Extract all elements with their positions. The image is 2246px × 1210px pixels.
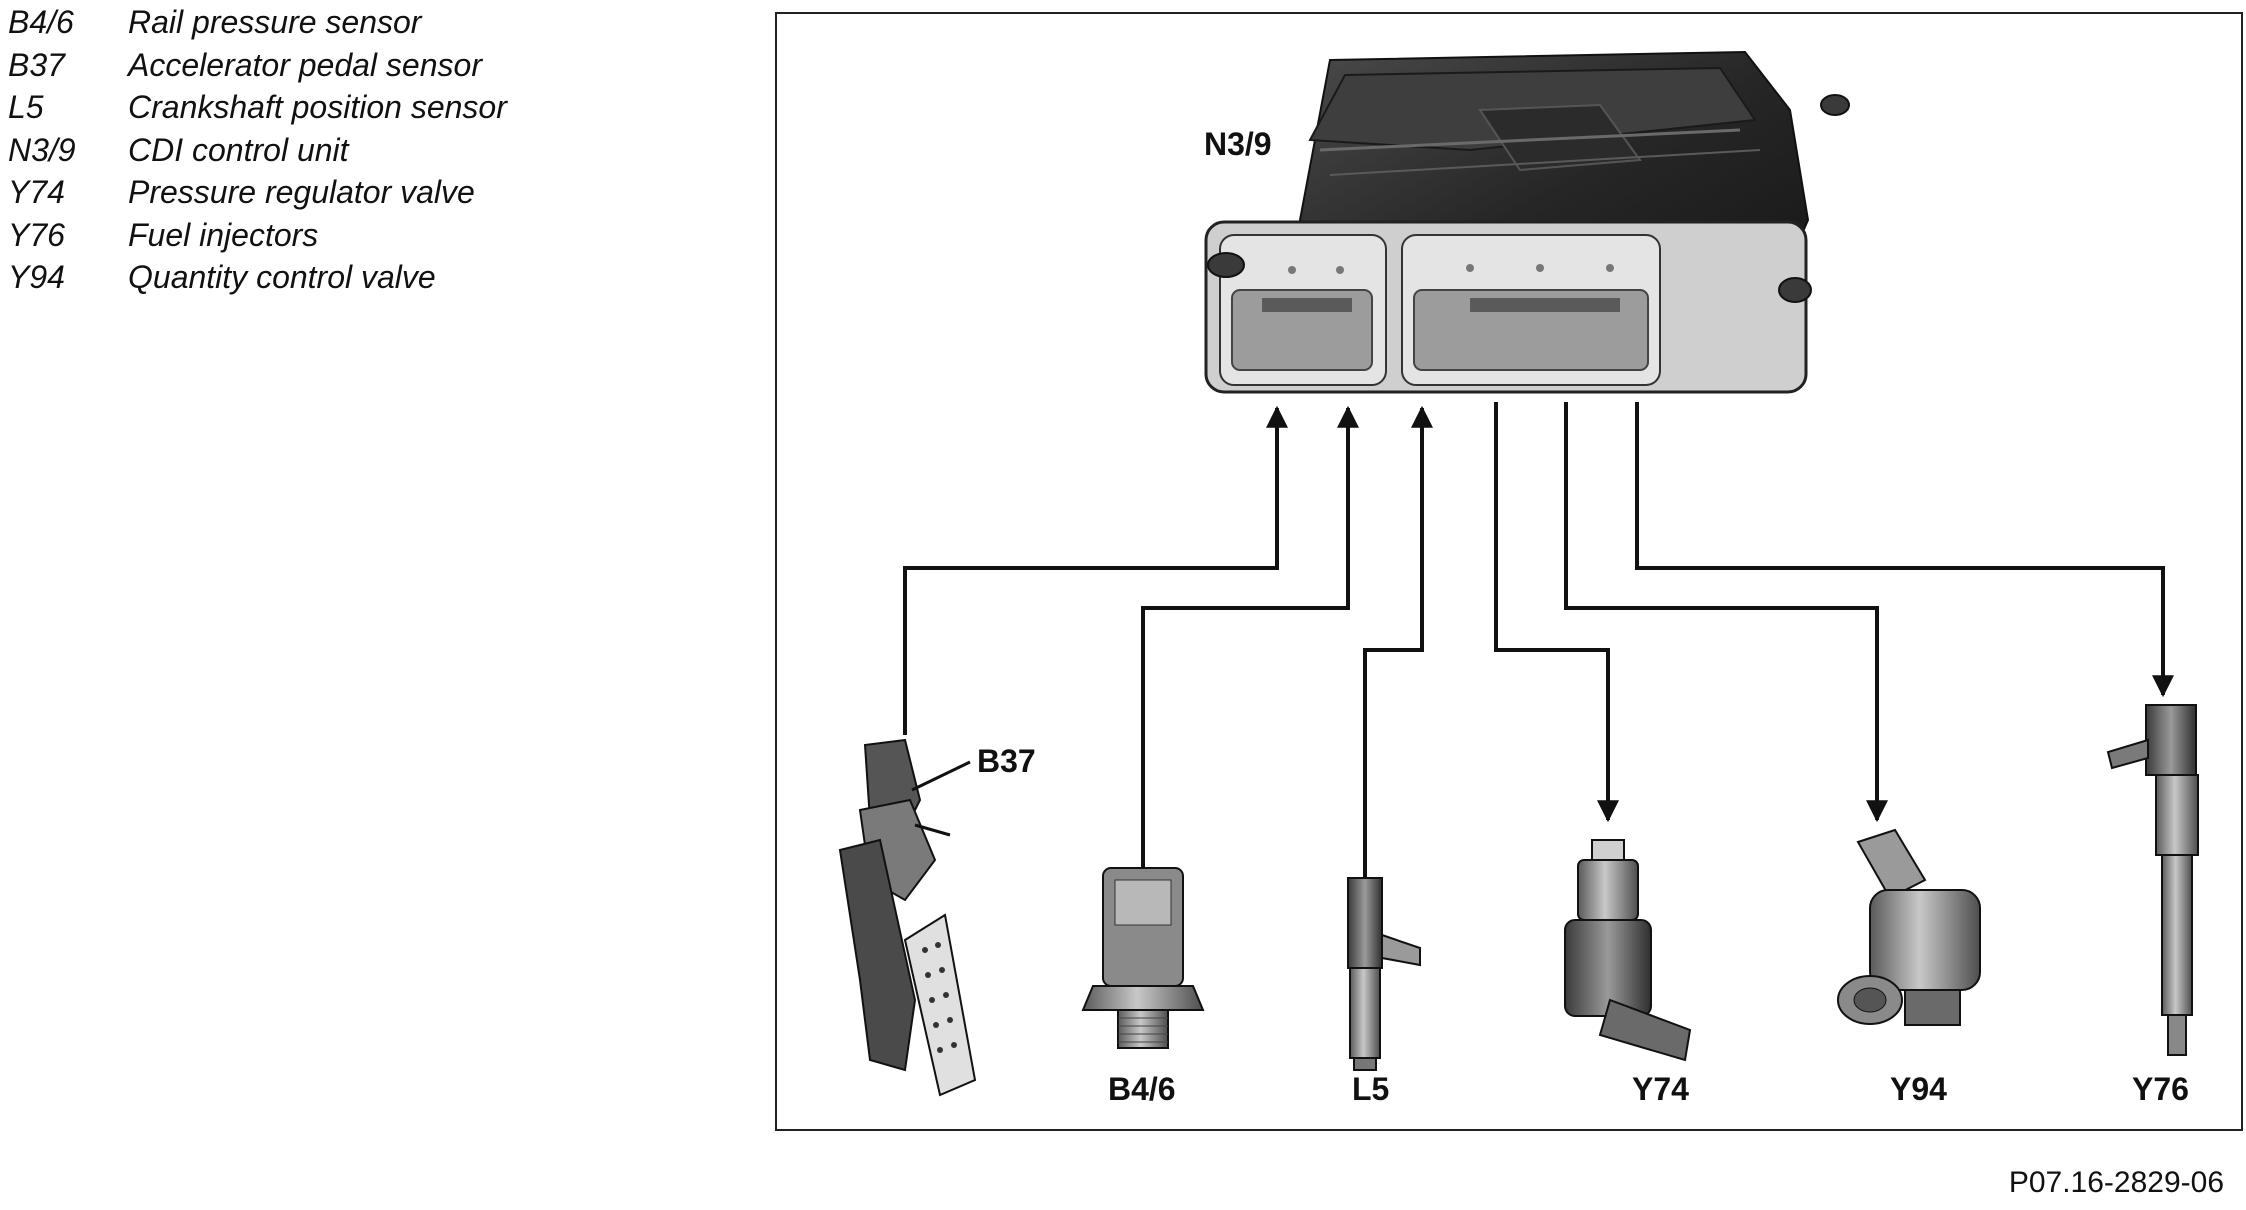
legend-description: Crankshaft position sensor [128, 89, 507, 125]
legend-description: Rail pressure sensor [128, 4, 422, 40]
figure-id: P07.16-2829-06 [2008, 1166, 2224, 1199]
legend-code: Y94 [8, 259, 65, 295]
signal-line-y76 [1635, 402, 2174, 698]
legend-row: Y76 Fuel injectors [8, 217, 708, 260]
accelerator-pedal-illustration [838, 738, 977, 1097]
legend-description: Accelerator pedal sensor [128, 46, 482, 83]
ecu-label: N3/9 [1204, 126, 1272, 162]
pressure-regulator-valve-illustration [1564, 839, 1692, 1062]
fuel-injector-illustration [2106, 704, 2199, 1056]
legend-row: L5 Crankshaft position sensor [8, 89, 708, 132]
legend-row: N3/9 CDI control unit [8, 132, 708, 175]
signal-line-b46 [1141, 405, 1359, 868]
legend: B4/6 Rail pressure sensor B37 Accelerato… [8, 4, 708, 302]
b46-label: B4/6 [1108, 1071, 1176, 1107]
y76-label: Y76 [2132, 1071, 2189, 1107]
quantity-control-valve-illustration [1837, 828, 1981, 1026]
legend-code: B37 [8, 46, 65, 83]
y74-label: Y74 [1632, 1071, 1689, 1107]
legend-row: Y94 Quantity control valve [8, 259, 708, 302]
signal-line-y94 [1564, 402, 1888, 823]
legend-code: L5 [8, 89, 44, 125]
legend-code: Y76 [8, 216, 65, 253]
legend-row: B4/6 Rail pressure sensor [8, 4, 708, 47]
legend-code: N3/9 [8, 131, 76, 168]
legend-code: Y74 [8, 174, 65, 210]
rail-pressure-sensor-illustration [1081, 867, 1205, 1049]
legend-row: Y74 Pressure regulator valve [8, 174, 708, 217]
signal-line-b37 [903, 405, 1288, 735]
l5-label: L5 [1352, 1071, 1389, 1107]
ecu-control-unit-illustration [1204, 50, 1850, 394]
legend-description: Pressure regulator valve [128, 174, 475, 210]
legend-row: B37 Accelerator pedal sensor [8, 47, 708, 90]
legend-description: CDI control unit [128, 131, 349, 168]
legend-code: B4/6 [8, 4, 74, 40]
signal-line-y74 [1494, 402, 1619, 823]
diagram-frame [775, 12, 2243, 1131]
crankshaft-sensor-illustration [1347, 877, 1421, 1071]
legend-description: Quantity control valve [128, 259, 436, 295]
legend-description: Fuel injectors [128, 216, 319, 253]
y94-label: Y94 [1890, 1071, 1947, 1107]
signal-line-l5 [1363, 405, 1433, 878]
b37-label: B37 [977, 743, 1036, 779]
